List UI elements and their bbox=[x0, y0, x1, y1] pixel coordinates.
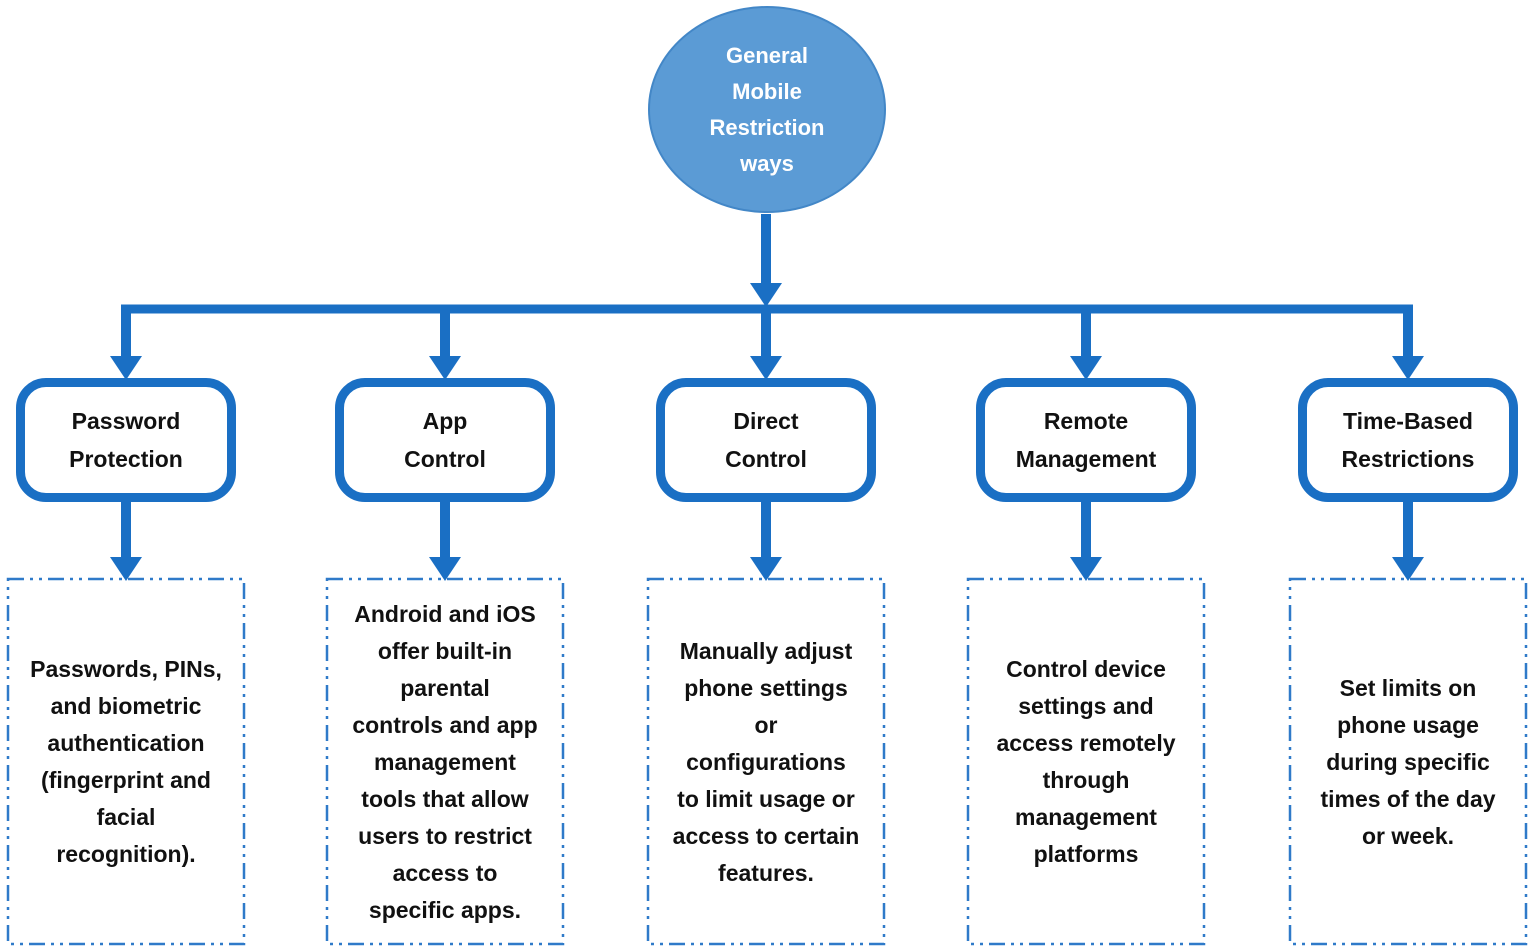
description-text: Set limits on phone usage during specifi… bbox=[1320, 674, 1496, 849]
description-text: Manually adjust phone settings or config… bbox=[672, 637, 860, 886]
connector-arrowhead bbox=[1070, 356, 1102, 380]
connector-arrowhead bbox=[1070, 557, 1102, 581]
branch-box-direct-control: Direct Control bbox=[656, 378, 876, 502]
description-box-password-protection: Passwords, PINs, and biometric authentic… bbox=[8, 579, 244, 945]
branch-box-label: Remote Management bbox=[1015, 408, 1157, 472]
connector-arrowhead bbox=[429, 557, 461, 581]
description-text: Control device settings and access remot… bbox=[996, 656, 1176, 867]
description-box-direct-control: Manually adjust phone settings or config… bbox=[648, 579, 884, 945]
branch-box-password-protection: Password Protection bbox=[16, 378, 236, 502]
description-box-remote-management: Control device settings and access remot… bbox=[968, 579, 1204, 945]
branch-box-app-control: App Control bbox=[335, 378, 555, 502]
connector-arrowhead bbox=[750, 557, 782, 581]
description-box-time-based-restrictions: Set limits on phone usage during specifi… bbox=[1290, 579, 1526, 945]
connector-arrowhead bbox=[1392, 557, 1424, 581]
branch-box-label: App Control bbox=[404, 408, 486, 472]
description-text: Passwords, PINs, and biometric authentic… bbox=[30, 656, 222, 867]
root-node-general-mobile-restriction-ways: General Mobile Restriction ways bbox=[648, 6, 886, 213]
connector-arrowhead bbox=[1392, 356, 1424, 380]
description-text: Android and iOS offer built-in parental … bbox=[352, 600, 538, 923]
branch-box-label: Time-Based Restrictions bbox=[1341, 408, 1475, 472]
branch-box-label: Password Protection bbox=[69, 408, 183, 472]
description-box-app-control: Android and iOS offer built-in parental … bbox=[327, 579, 563, 945]
branch-box-time-based-restrictions: Time-Based Restrictions bbox=[1298, 378, 1518, 502]
connector-arrowhead bbox=[750, 356, 782, 380]
branch-box-label: Direct Control bbox=[725, 408, 807, 472]
connector-arrowhead bbox=[429, 356, 461, 380]
connector-arrowhead bbox=[110, 557, 142, 581]
branch-box-remote-management: Remote Management bbox=[976, 378, 1196, 502]
connector-arrowhead bbox=[110, 356, 142, 380]
connector-arrowhead bbox=[750, 283, 782, 307]
root-node-label: General Mobile Restriction ways bbox=[709, 42, 825, 176]
